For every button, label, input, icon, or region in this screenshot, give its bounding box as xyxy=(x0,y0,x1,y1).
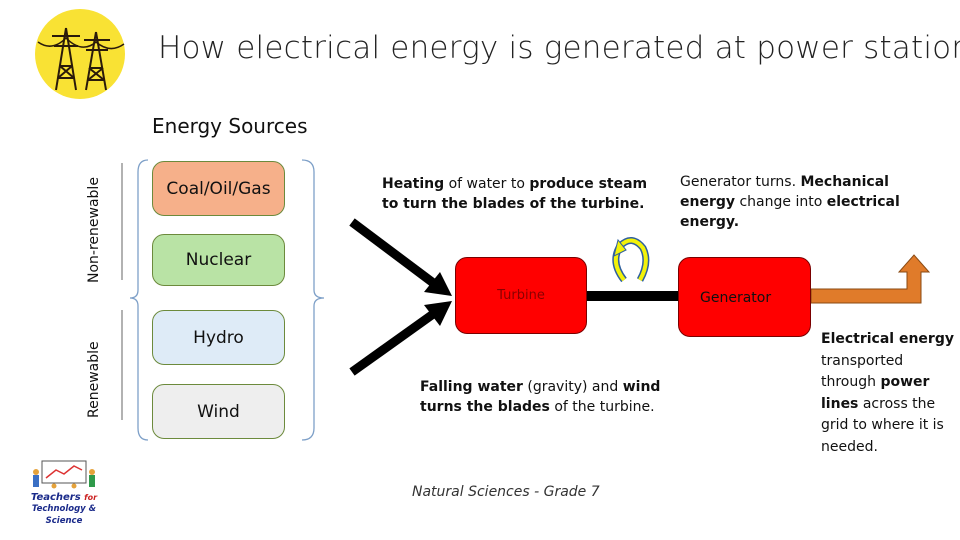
rotation-arrow-icon xyxy=(612,237,650,283)
heating-note-heating: Heating xyxy=(382,176,445,192)
heating-note-text: of water to xyxy=(444,176,530,192)
falling-arrow xyxy=(349,301,452,376)
hydro-label: Hydro xyxy=(193,327,244,348)
turbine-shaft xyxy=(587,291,679,301)
logo-tech-science: Technology & Science xyxy=(31,504,97,526)
hydro-box: Hydro xyxy=(152,310,285,365)
heat-arrow xyxy=(349,218,452,296)
energy-sources-heading: Energy Sources xyxy=(152,114,308,138)
generator-note-mechanical: Mechanical xyxy=(800,174,889,190)
falling-note-water: Falling water xyxy=(420,379,523,395)
nuclear-label: Nuclear xyxy=(185,250,252,270)
generator-box xyxy=(678,257,811,337)
footer-grade: Natural Sciences - Grade 7 xyxy=(412,484,600,500)
falling-note-wind: wind xyxy=(622,379,661,395)
transport-note: Electrical energy transported through po… xyxy=(821,329,957,458)
coal-oil-gas-box: Coal/Oil/Gas xyxy=(152,161,285,216)
page-title: How electrical energy is generated at po… xyxy=(158,30,960,66)
generator-note-energy1: energy xyxy=(680,194,736,210)
falling-note-text: (gravity) and xyxy=(522,379,623,395)
transport-arrow xyxy=(810,254,931,304)
generator-note: Generator turns. Mechanical energy chang… xyxy=(680,172,910,232)
generator-note-change: change into xyxy=(735,194,827,210)
coal-oil-gas-label: Coal/Oil/Gas xyxy=(166,178,271,199)
transport-note-title: Electrical energy xyxy=(821,331,954,347)
turbine-label: Turbine xyxy=(497,288,545,303)
generator-label: Generator xyxy=(700,290,772,306)
teachers-logo: Teachers for Technology & Science xyxy=(28,458,100,526)
generator-note-energy2: energy. xyxy=(680,214,740,230)
transport-note-line3: through xyxy=(821,374,881,390)
nuclear-box: Nuclear xyxy=(152,234,285,286)
logo-teachers: Teachers xyxy=(30,492,81,503)
logo-for: for xyxy=(84,493,98,502)
transport-note-line2: transported xyxy=(821,352,904,369)
heating-note-steam: produce steam xyxy=(529,176,648,192)
generator-note-turns: Generator turns. xyxy=(680,174,801,190)
wind-label: Wind xyxy=(197,401,240,422)
transport-note-power: power xyxy=(880,374,930,390)
generator-note-electrical: electrical xyxy=(826,194,900,210)
falling-note-end: of the turbine. xyxy=(549,399,655,415)
transport-note-line6: needed. xyxy=(821,438,878,455)
transport-note-lines: lines xyxy=(821,395,859,412)
heating-note-turbine: to turn the blades of the turbine. xyxy=(382,196,645,212)
transport-note-line4: across the xyxy=(858,395,936,412)
heating-note: Heating of water to produce steam to tur… xyxy=(382,174,652,214)
teachers-logo-icon xyxy=(33,460,95,489)
turbine-box xyxy=(455,257,587,334)
power-pylon-icon xyxy=(34,8,126,100)
wind-box: Wind xyxy=(152,384,285,439)
falling-water-note: Falling water (gravity) and wind turns t… xyxy=(420,377,690,417)
falling-note-blades: turns the blades xyxy=(420,399,550,415)
transport-note-line5: grid to where it is xyxy=(821,417,944,433)
sources-brace-left xyxy=(129,159,149,441)
sources-brace-right xyxy=(301,159,325,441)
